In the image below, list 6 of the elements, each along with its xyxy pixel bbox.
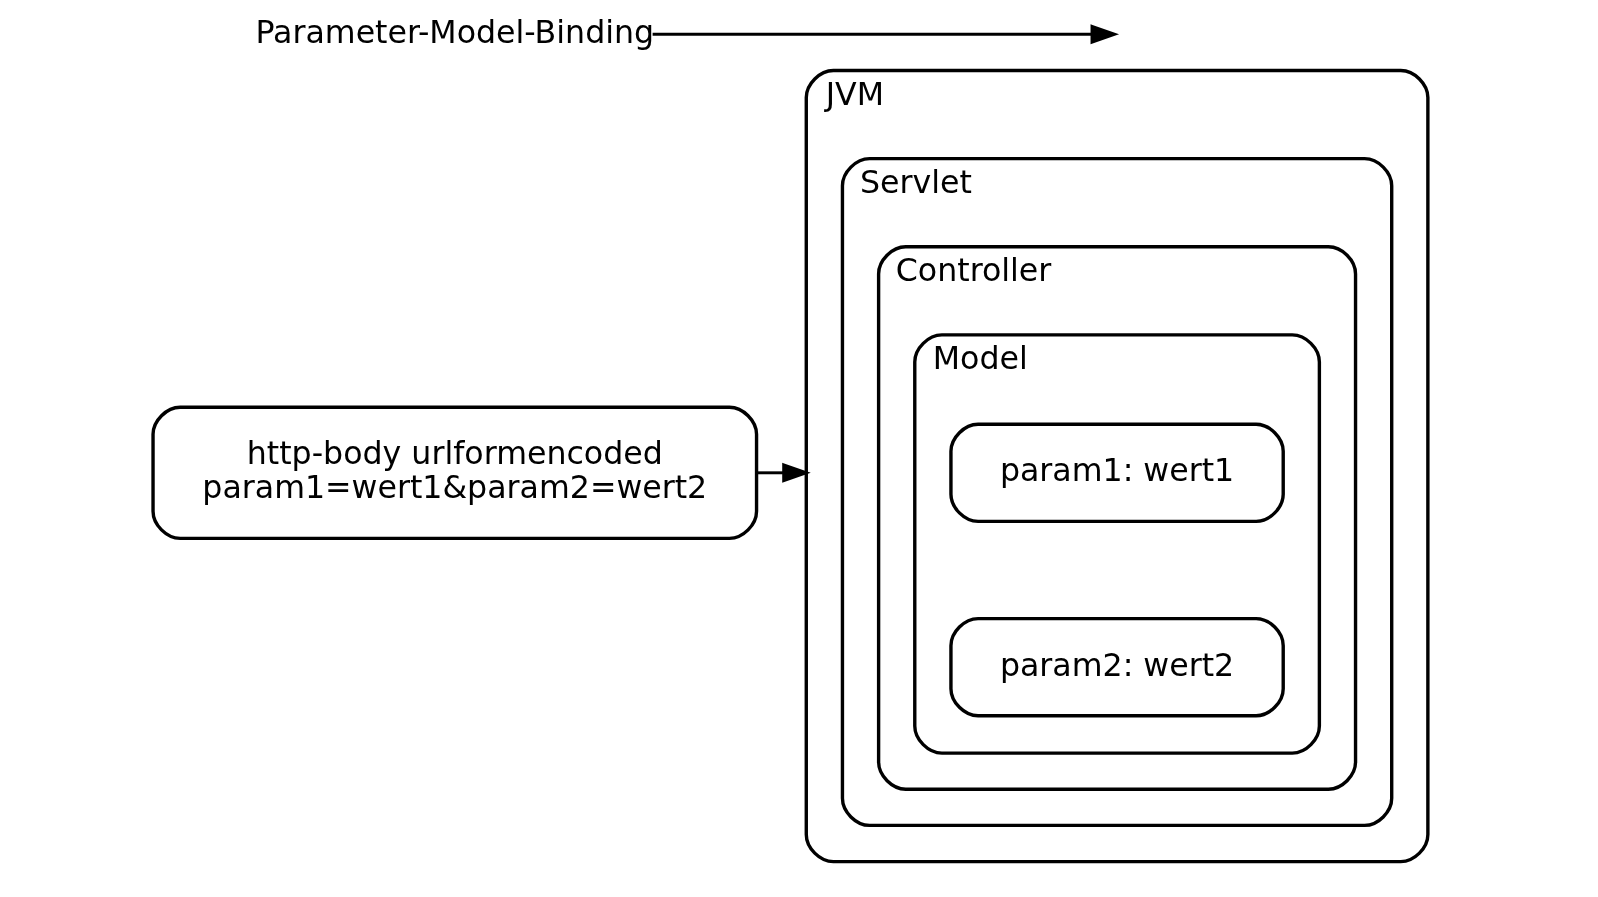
arrow [652, 24, 1119, 45]
node-box: http-body urlformencoded param1=wert1&param2=wert2 [150, 405, 758, 541]
node-box: param1: wert1 [948, 422, 1285, 524]
node-box: param2: wert2 [948, 616, 1285, 718]
arrow [756, 462, 811, 483]
node-text: Parameter-Model-Binding [254, 13, 654, 50]
